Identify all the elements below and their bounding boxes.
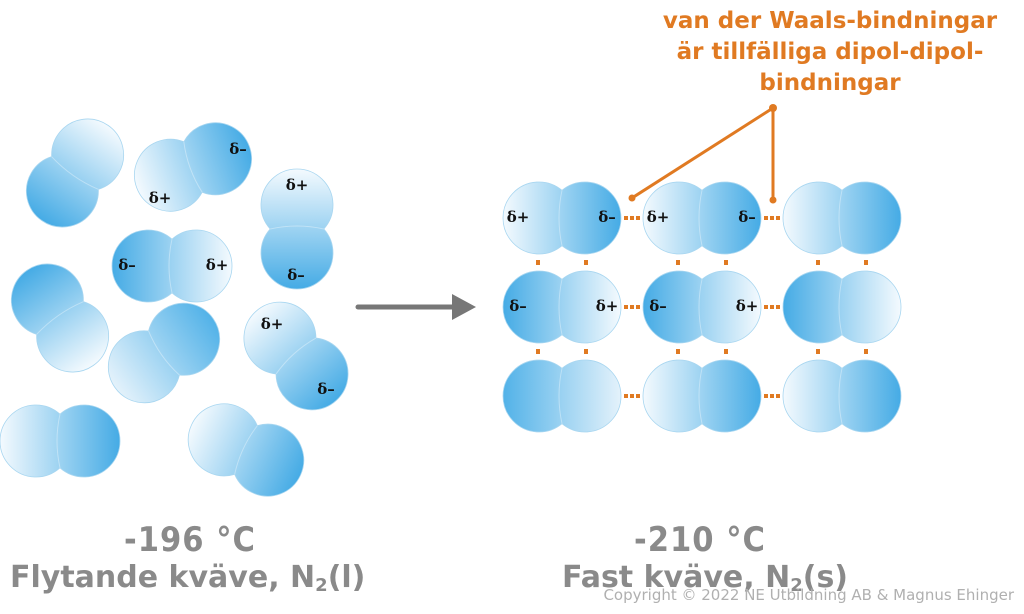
annotation-line-1: van der Waals-bindningar (662, 8, 998, 34)
charge-pos-solid-r2-c1: δ+ (596, 297, 619, 315)
bond-v-1-c2-a (676, 260, 680, 265)
arrow (355, 294, 476, 320)
bond-v-2-c1-a (536, 349, 540, 354)
annotation-line-3: bindningar (759, 70, 901, 96)
bond-v-1-c1-a (536, 260, 540, 265)
van-der-waals-bonds (536, 216, 868, 398)
charge-neg-solid-r2-c2: δ– (649, 297, 667, 315)
bond-v-2-c1-b (584, 349, 588, 354)
solid-molecule-r2-c2 (642, 270, 762, 344)
bond-v-1-c3-a (816, 260, 820, 265)
annotation-leader (628, 104, 777, 204)
annotation-text: van der Waals-bindningar är tillfälliga … (640, 6, 1020, 99)
liquid-molecule-6 (108, 302, 220, 404)
bond-v-1-c3-b (864, 260, 868, 265)
liquid-molecule-1 (26, 118, 124, 228)
solid-molecule-r3-c3 (782, 359, 902, 433)
charge-labels: δ– δ+ δ+ δ– δ– δ+ δ+ δ– δ+ δ– δ+ δ– δ– δ+ δ– δ+ (118, 140, 758, 398)
solid-state-label: Fast kväve, N2(s) (540, 560, 870, 596)
charge-neg-liquid-4: δ– (118, 256, 136, 274)
charge-pos-solid-r1-c1: δ+ (507, 208, 530, 226)
charge-pos-liquid-3: δ+ (286, 176, 309, 194)
liquid-molecule-4 (111, 229, 233, 303)
bond-v-2-c3-a (816, 349, 820, 354)
charge-neg-solid-r1-c1: δ– (598, 208, 616, 226)
solid-molecule-r1-c2 (642, 181, 762, 255)
liquid-molecule-8 (0, 404, 121, 478)
liquid-state-label: Flytande kväve, N2(l) (10, 560, 365, 596)
solid-molecule-r3-c1 (502, 359, 622, 433)
solid-molecule-r1-c1 (502, 181, 622, 255)
annotation-line-2: är tillfälliga dipol-dipol- (676, 39, 984, 65)
charge-neg-solid-r2-c1: δ– (509, 297, 527, 315)
copyright-notice: Copyright © 2022 NE Utbildning AB & Magn… (603, 586, 1014, 604)
liquid-state-subscript: 2 (315, 575, 328, 596)
charge-pos-solid-r2-c2: δ+ (736, 297, 759, 315)
bond-h-r3-1 (624, 394, 640, 398)
bond-h-r2-1 (624, 305, 640, 309)
bond-v-1-c1-b (584, 260, 588, 265)
charge-neg-liquid-3: δ– (287, 266, 305, 284)
solid-state-text: Fast kväve, N (561, 560, 791, 595)
bond-h-r3-2 (764, 394, 780, 398)
solid-temperature: -210 °C (634, 520, 766, 560)
charge-neg-liquid-7: δ– (317, 380, 335, 398)
liquid-molecule-7 (243, 301, 349, 411)
solid-state-subscript: 2 (790, 575, 803, 596)
solid-molecule-r1-c3 (782, 181, 902, 255)
charge-pos-solid-r1-c2: δ+ (647, 208, 670, 226)
bond-h-r1-1 (624, 216, 640, 220)
bond-h-r2-2 (764, 305, 780, 309)
liquid-temperature: -196 °C (124, 520, 256, 560)
molecules (0, 118, 902, 497)
bond-v-2-c2-a (676, 349, 680, 354)
charge-neg-liquid-2: δ– (229, 140, 247, 158)
liquid-molecule-3 (260, 168, 334, 290)
liquid-molecule-9 (187, 403, 305, 497)
solid-state-suffix: (s) (802, 560, 849, 595)
solid-molecule-r2-c3 (782, 270, 902, 344)
liquid-molecule-2 (134, 122, 252, 212)
charge-pos-liquid-4: δ+ (206, 256, 229, 274)
charge-pos-liquid-2: δ+ (149, 189, 172, 207)
bond-v-2-c3-b (864, 349, 868, 354)
bond-v-2-c2-b (724, 349, 728, 354)
liquid-molecule-5 (11, 263, 109, 373)
solid-molecule-r2-c1 (502, 270, 622, 344)
charge-neg-solid-r1-c2: δ– (738, 208, 756, 226)
liquid-state-text: Flytande kväve, N (10, 560, 316, 595)
solid-molecule-r3-c2 (642, 359, 762, 433)
bond-v-1-c2-b (724, 260, 728, 265)
charge-pos-liquid-7: δ+ (261, 315, 284, 333)
liquid-state-suffix: (l) (327, 560, 366, 595)
bond-h-r1-2 (764, 216, 780, 220)
